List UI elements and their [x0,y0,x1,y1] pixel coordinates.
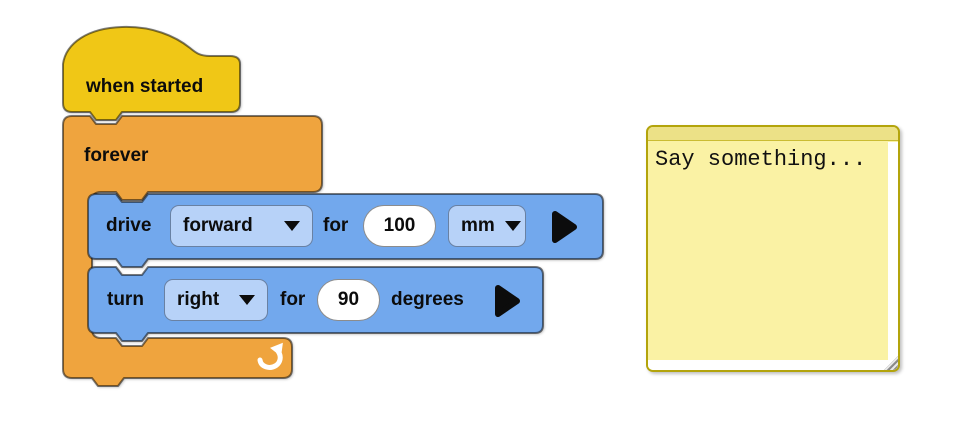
when-started-label: when started [86,76,204,97]
turn-angle-input[interactable]: 90 [317,279,380,321]
loop-arrow-icon [257,342,283,370]
drive-label: drive [106,215,152,236]
sticky-note-header[interactable] [648,127,898,141]
when-started-block[interactable] [62,25,241,121]
sticky-note-body: Say something... [648,142,898,370]
turn-direction-value: right [177,289,220,310]
drive-unit-dropdown[interactable]: mm [448,205,526,247]
drive-expand-arrow-icon[interactable] [551,210,579,244]
turn-degrees-label: degrees [391,289,464,310]
drive-distance-input[interactable]: 100 [363,205,436,247]
turn-label: turn [107,289,144,310]
turn-direction-dropdown[interactable]: right [164,279,268,321]
drive-unit-value: mm [461,215,495,236]
dropdown-chevron-icon [284,221,300,231]
dropdown-chevron-icon [504,221,521,231]
sticky-note[interactable]: Say something... [646,125,900,372]
drive-for-label: for [323,215,349,236]
dropdown-chevron-icon [239,295,255,305]
drive-direction-dropdown[interactable]: forward [170,205,313,247]
turn-for-label: for [280,289,306,310]
forever-label: forever [84,145,149,166]
turn-block[interactable] [87,266,544,342]
drive-direction-value: forward [183,215,253,236]
turn-expand-arrow-icon[interactable] [494,284,522,318]
sticky-note-scrollbar-gutter-horizontal [648,360,898,370]
sticky-note-scrollbar-gutter-vertical [888,142,898,370]
sticky-note-text[interactable]: Say something... [655,147,867,172]
